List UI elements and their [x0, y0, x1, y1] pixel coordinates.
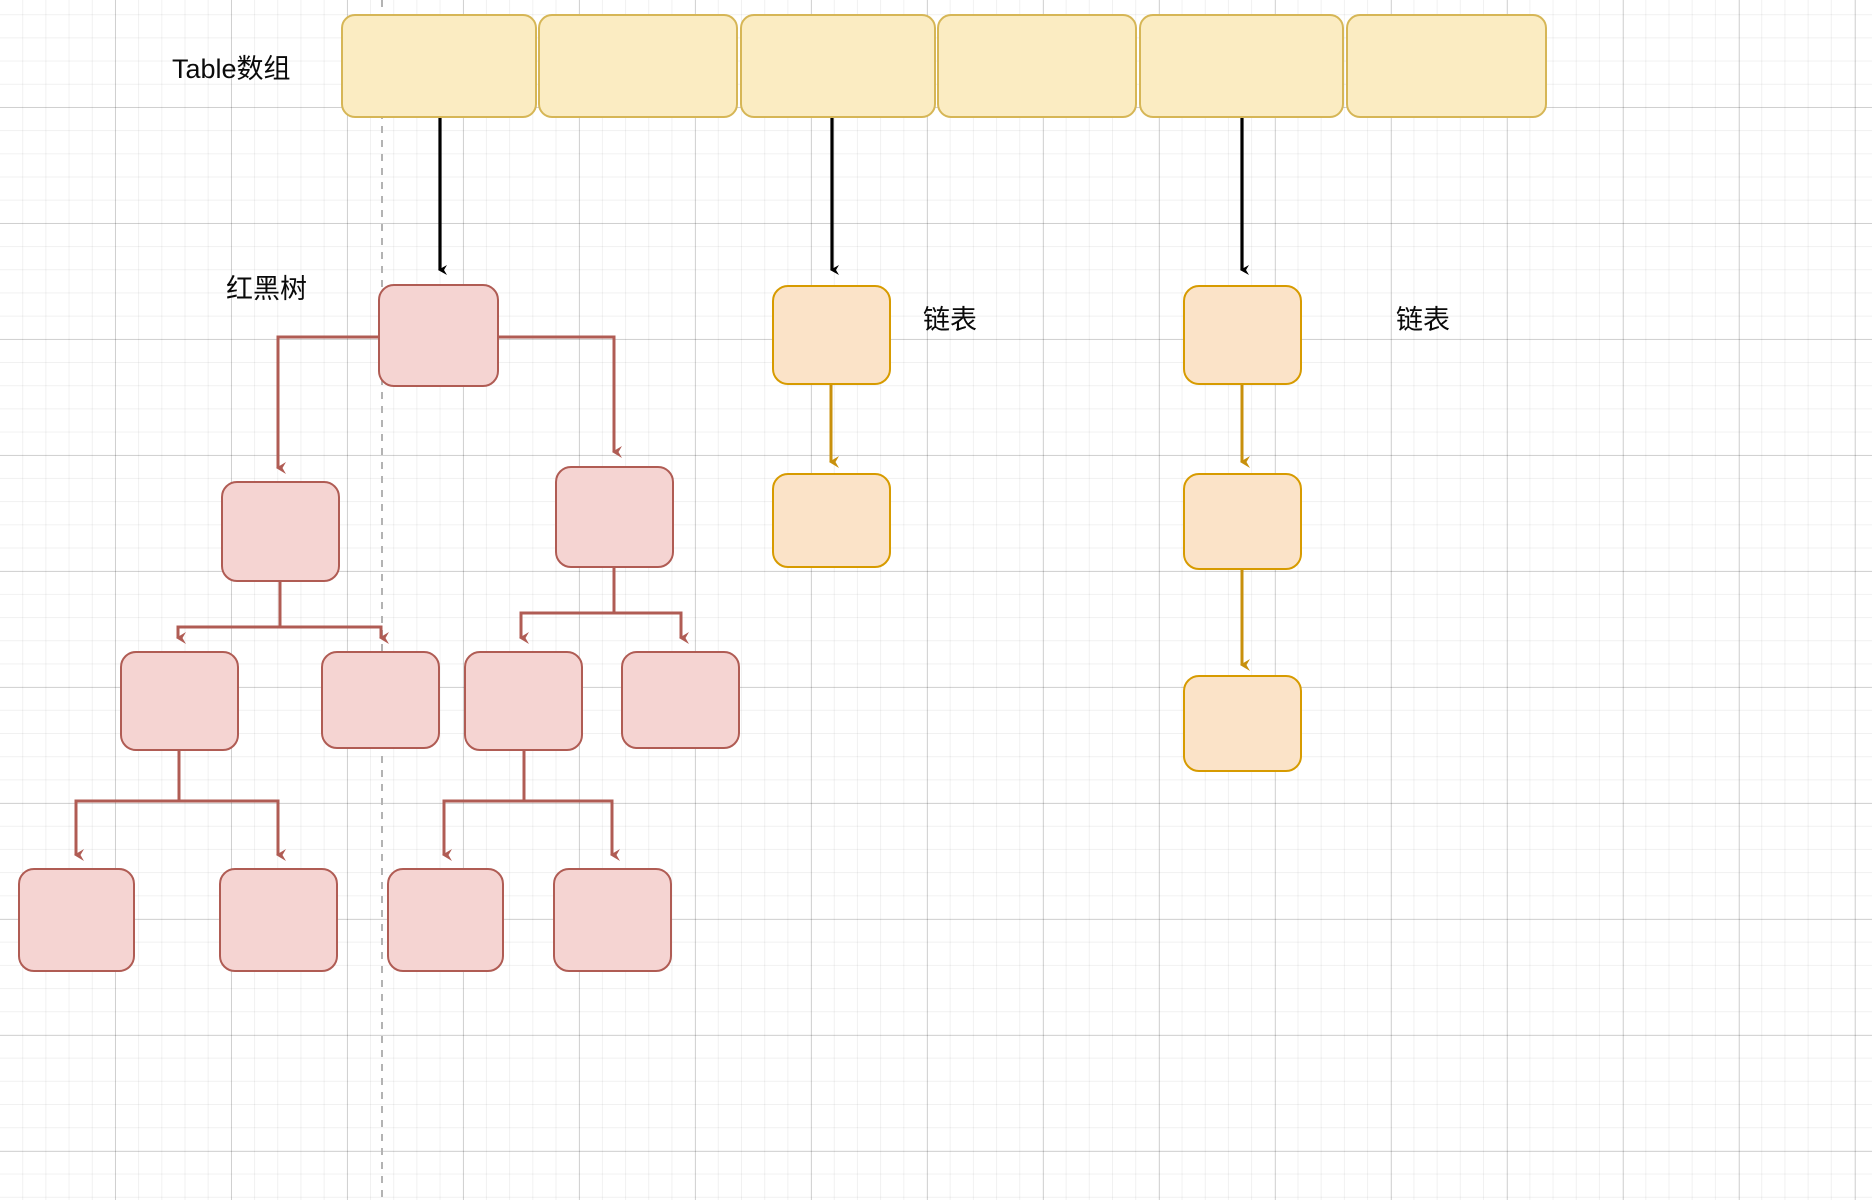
tree-node-l1b[interactable] — [321, 651, 440, 749]
linked-list-2-node-0[interactable] — [1183, 285, 1302, 385]
tree-node-r1[interactable] — [555, 466, 674, 568]
tree-node-l1a[interactable] — [120, 651, 239, 751]
tree-node-leaf-3[interactable] — [387, 868, 504, 972]
table-cell-3[interactable] — [937, 14, 1137, 118]
red-black-tree-label: 红黑树 — [226, 274, 307, 304]
tree-node-leaf-2[interactable] — [219, 868, 338, 972]
tree-node-leaf-1[interactable] — [18, 868, 135, 972]
tree-node-r1a[interactable] — [464, 651, 583, 751]
linked-list-2-node-1[interactable] — [1183, 473, 1302, 570]
linked-list-1-node-0[interactable] — [772, 285, 891, 385]
tree-edges — [74, 335, 689, 861]
table-cell-4[interactable] — [1139, 14, 1344, 118]
tree-node-leaf-4[interactable] — [553, 868, 672, 972]
tree-node-r1b[interactable] — [621, 651, 740, 749]
table-cell-1[interactable] — [538, 14, 738, 118]
table-cell-2[interactable] — [740, 14, 936, 118]
table-cell-0[interactable] — [341, 14, 537, 118]
linked-list-1-node-1[interactable] — [772, 473, 891, 568]
tree-node-root[interactable] — [378, 284, 499, 387]
tree-node-l1[interactable] — [221, 481, 340, 582]
linked-list-2-node-2[interactable] — [1183, 675, 1302, 772]
table-cell-5[interactable] — [1346, 14, 1547, 118]
table-array-label: Table数组 — [172, 54, 291, 84]
linked-list-2-label: 链表 — [1396, 305, 1450, 335]
linked-list-1-label: 链表 — [923, 305, 977, 335]
